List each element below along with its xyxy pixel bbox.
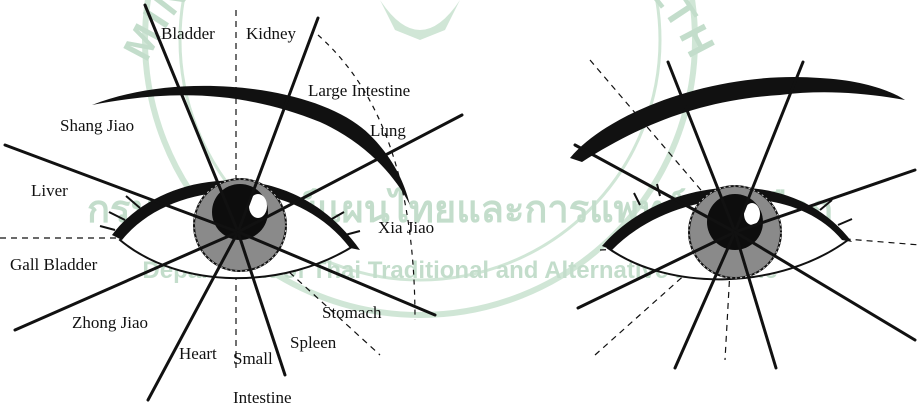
label-spleen: Spleen bbox=[290, 333, 337, 352]
label-small: Small bbox=[233, 349, 273, 368]
label-bladder: Bladder bbox=[161, 24, 215, 43]
label-stomach: Stomach bbox=[322, 303, 382, 322]
right-eyebrow bbox=[570, 77, 905, 162]
label-xia-jiao: Xia Jiao bbox=[378, 218, 434, 237]
label-heart: Heart bbox=[179, 344, 217, 363]
label-gall-bladder: Gall Bladder bbox=[10, 255, 98, 274]
label-kidney: Kidney bbox=[246, 24, 297, 43]
label-intestine: Intestine bbox=[233, 388, 292, 407]
watermark-seal-emblem bbox=[380, 0, 460, 40]
label-large-intestine: Large Intestine bbox=[308, 81, 410, 100]
label-liver: Liver bbox=[31, 181, 68, 200]
label-lung: Lung bbox=[370, 121, 406, 140]
label-zhong-jiao: Zhong Jiao bbox=[72, 313, 148, 332]
label-shang-jiao: Shang Jiao bbox=[60, 116, 134, 135]
